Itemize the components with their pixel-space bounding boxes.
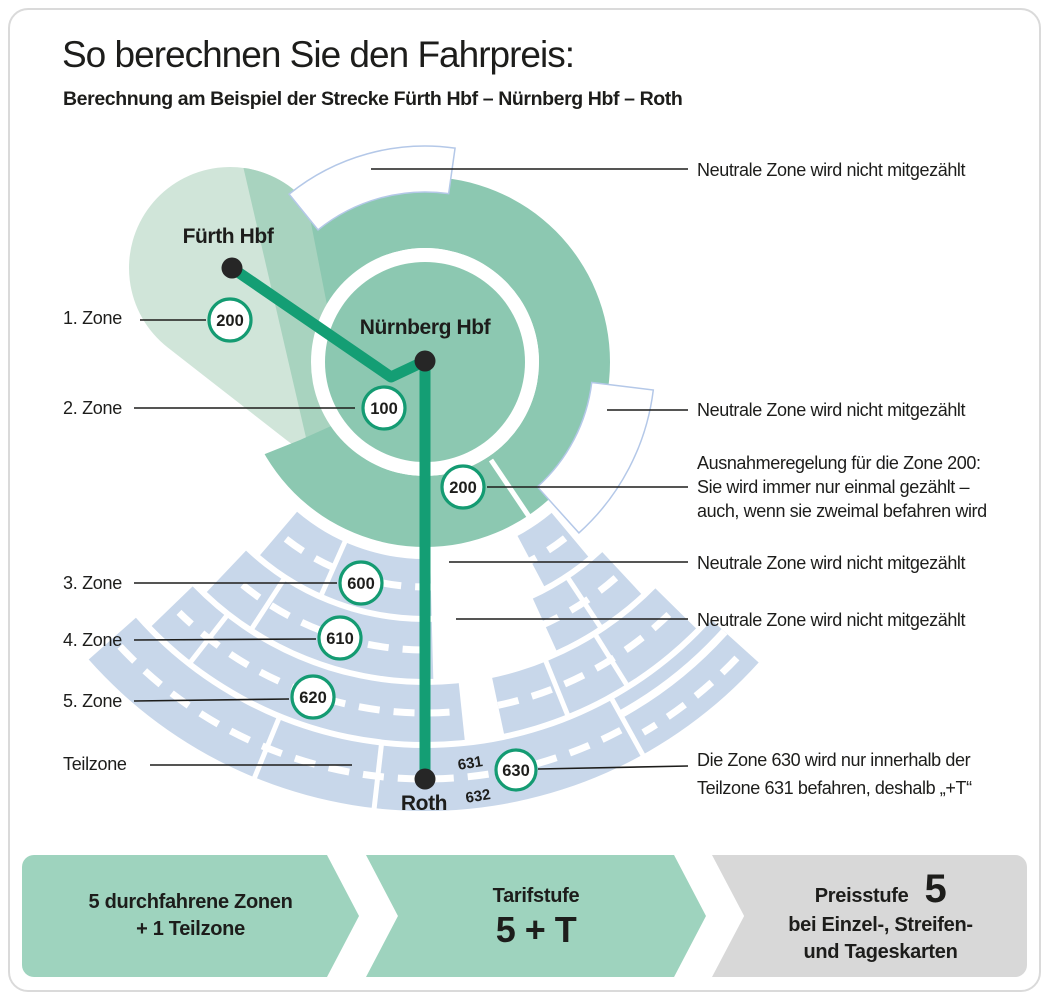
banner-step2-label: Tarifstufe xyxy=(492,884,580,907)
badge-610 xyxy=(317,615,363,661)
badge-200-lower xyxy=(440,464,486,510)
subzone-631-label: 631 xyxy=(457,753,484,774)
banner-step3-line2: bei Einzel-, Streifen- xyxy=(788,913,973,936)
banner-step1-line2: + 1 Teilzone xyxy=(136,918,245,940)
badge-200-fuerth-label: 200 xyxy=(216,312,244,330)
badge-630-label: 630 xyxy=(502,762,530,780)
subzone-632-label: 632 xyxy=(464,786,491,807)
badge-600-label: 600 xyxy=(347,575,375,593)
banner-step-zones: 5 durchfahrene Zonen + 1 Teilzone xyxy=(22,855,359,977)
neutral-zone-arcs xyxy=(288,145,655,534)
banner-step-tarifstufe: Tarifstufe 5 + T xyxy=(366,855,706,977)
annotation-zone630-line2: Teilzone 631 befahren, deshalb „+T“ xyxy=(697,777,972,798)
badge-620 xyxy=(290,674,336,720)
zone-badges: 200 100 200 600 610 620 630 xyxy=(207,297,538,792)
station-label-nuernberg: Nürnberg Hbf xyxy=(360,316,492,339)
ring-gap xyxy=(488,458,533,520)
badge-610-label: 610 xyxy=(326,630,354,648)
badge-200-fuerth xyxy=(207,297,253,343)
banner-step1-line1: 5 durchfahrene Zonen xyxy=(88,891,293,913)
page-subtitle: Berechnung am Beispiel der Strecke Fürth… xyxy=(63,88,683,110)
zone-row-label-1: 1. Zone xyxy=(63,308,122,328)
annotation-exception-line1: Ausnahmeregelung für die Zone 200: xyxy=(697,453,981,473)
station-dot-fuerth xyxy=(221,257,243,279)
station-label-fuerth: Fürth Hbf xyxy=(183,225,275,248)
annotation-exception-line2: Sie wird immer nur einmal gezählt – xyxy=(697,477,970,497)
station-label-roth: Roth xyxy=(401,792,447,815)
banner-step3-label: Preisstufe xyxy=(814,884,909,907)
annotation-zone630: Die Zone 630 wird nur innerhalb der Teil… xyxy=(697,747,972,802)
leader-lines-left xyxy=(133,319,355,766)
zone-row-label-5: 5. Zone xyxy=(63,691,122,711)
banner-step-preisstufe: Preisstufe 5 bei Einzel-, Streifen- und … xyxy=(712,855,1027,977)
badge-620-label: 620 xyxy=(299,689,327,707)
zone-200-ring xyxy=(240,177,610,547)
annotation-zone630-line1: Die Zone 630 wird nur innerhalb der xyxy=(697,750,971,770)
annotation-neutral-right: Neutrale Zone wird nicht mitgezählt xyxy=(697,400,966,420)
zone-row-label-2: 2. Zone xyxy=(63,398,122,418)
page-title: So berechnen Sie den Fahrpreis: xyxy=(62,34,575,75)
banner-step3-value: 5 xyxy=(924,866,947,911)
annotation-exception-zone200: Ausnahmeregelung für die Zone 200: Sie w… xyxy=(697,451,987,523)
badge-100 xyxy=(361,385,407,431)
leader-lines-right xyxy=(371,168,689,770)
zone-row-label-3: 3. Zone xyxy=(63,573,122,593)
zone-row-label-teilzone: Teilzone xyxy=(63,754,127,774)
station-dot-nuernberg xyxy=(414,350,436,372)
banner-step2-value: 5 + T xyxy=(495,908,577,950)
zone-row-label-4: 4. Zone xyxy=(63,630,122,650)
banner-step3-line3: und Tageskarten xyxy=(803,940,958,963)
badge-200-lower-label: 200 xyxy=(449,479,477,497)
annotation-neutral-fan1: Neutrale Zone wird nicht mitgezählt xyxy=(697,553,966,573)
route-line xyxy=(226,262,431,785)
badge-630 xyxy=(494,748,538,792)
badge-600 xyxy=(338,560,384,606)
annotation-neutral-fan2: Neutrale Zone wird nicht mitgezählt xyxy=(697,610,966,630)
badge-100-label: 100 xyxy=(370,400,398,418)
annotation-exception-line3: auch, wenn sie zweimal befahren wird xyxy=(697,501,987,521)
station-dot-roth xyxy=(414,768,436,790)
annotation-neutral-top: Neutrale Zone wird nicht mitgezählt xyxy=(697,160,966,180)
